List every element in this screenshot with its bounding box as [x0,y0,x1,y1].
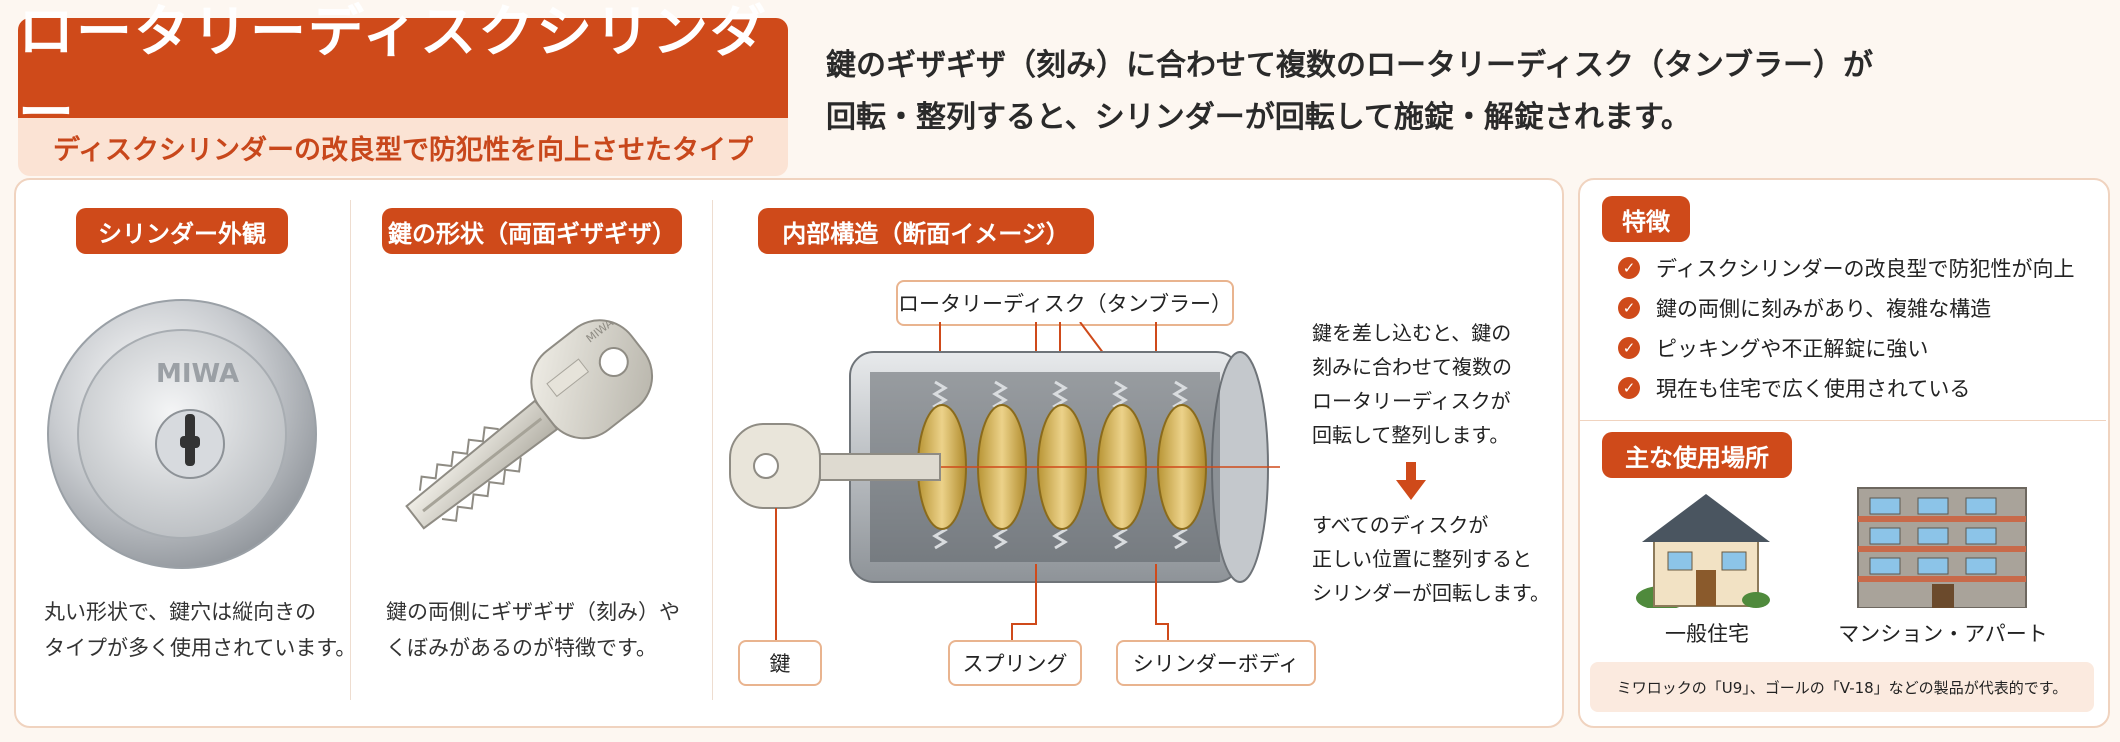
feature-item: ✓ ディスクシリンダーの改良型で防犯性が向上 [1618,248,2075,288]
insert-note: 鍵を差し込むと、鍵の 刻みに合わせて複数の ロータリーディスクが 回転して整列し… [1312,316,1512,452]
check-circle-icon: ✓ [1618,337,1640,359]
key-label-text: 鍵 [769,652,791,676]
insert-note-line-4: 回転して整列します。 [1312,423,1510,447]
exterior-caption: 丸い形状で、鍵穴は縦向きの タイプが多く使用されています。 [44,594,356,666]
features-heading: 特徴 [1602,196,1690,242]
page-title-text: ロータリーディスクシリンダー [18,0,769,146]
disk-label: ロータリーディスク（タンブラー） [896,280,1234,326]
align-note-line-1: すべてのディスクが [1312,513,1489,537]
align-note-line-2: 正しい位置に整列すると [1312,547,1532,571]
feature-item: ✓ 鍵の両側に刻みがあり、複雑な構造 [1618,288,2075,328]
intro-text: 鍵のギザギザ（刻み）に合わせて複数のロータリーディスク（タンブラー）が 回転・整… [826,40,1926,144]
exterior-caption-line-2: タイプが多く使用されています。 [44,636,357,660]
disk-label-text: ロータリーディスク（タンブラー） [898,292,1232,316]
divider [712,200,713,700]
house-label: 一般住宅 [1622,618,1792,648]
internal-heading: 内部構造（断面イメージ） [758,208,1094,254]
exterior-caption-line-1: 丸い形状で、鍵穴は縦向きの [44,600,317,624]
arrow-down-icon [1396,462,1426,500]
feature-item-text: ピッキングや不正解錠に強い [1656,337,1929,361]
usage-footnote: ミワロックの「U9」、ゴールの「V-18」などの製品が代表的です。 [1590,662,2094,712]
apartment-label: マンション・アパート [1830,618,2056,648]
side-divider [1580,420,2106,421]
spring-label: スプリング [948,640,1082,686]
features-list: ✓ディスクシリンダーの改良型で防犯性が向上 ✓鍵の両側に刻みがあり、複雑な構造 … [1618,248,2075,408]
house-label-text: 一般住宅 [1665,622,1749,646]
cylinder-cross-section [729,322,1280,642]
exterior-heading-text: シリンダー外観 [98,219,266,248]
spring-label-text: スプリング [962,652,1068,676]
page-subtitle-text: ディスクシリンダーの改良型で防犯性を向上させたタイプ [52,134,754,166]
check-circle-icon: ✓ [1618,257,1640,279]
intro-line-2: 回転・整列すると、シリンダーが回転して施錠・解錠されます。 [826,100,1691,135]
feature-item-text: 現在も住宅で広く使用されている [1656,377,1971,401]
usage-heading-text: 主な使用場所 [1625,443,1769,472]
key-shape-caption-line-2: くぼみがあるのが特徴です。 [386,636,657,660]
intro-line-1: 鍵のギザギザ（刻み）に合わせて複数のロータリーディスク（タンブラー）が [826,48,1873,83]
key-label: 鍵 [738,640,822,686]
feature-item-text: 鍵の両側に刻みがあり、複雑な構造 [1656,297,1992,321]
insert-note-line-1: 鍵を差し込むと、鍵の [1312,321,1512,345]
check-circle-icon: ✓ [1618,297,1640,319]
divider [350,200,351,700]
usage-heading: 主な使用場所 [1602,432,1792,478]
apartment-icon [1857,487,2027,608]
body-label-text: シリンダーボディ [1132,652,1300,676]
cylinder-exterior-image: MIWA [47,299,317,569]
check-circle-icon: ✓ [1618,377,1640,399]
key-shape-caption-line-1: 鍵の両側にギザギザ（刻み）や [386,600,680,624]
insert-note-line-2: 刻みに合わせて複数の [1312,355,1512,379]
align-note-line-3: シリンダーが回転します。 [1312,581,1550,605]
exterior-brand-text: MIWA [156,359,239,389]
apartment-label-text: マンション・アパート [1838,622,2048,646]
features-heading-text: 特徴 [1622,207,1670,236]
key-shape-heading-text: 鍵の形状（両面ギザギザ） [388,219,676,248]
usage-footnote-text: ミワロックの「U9」、ゴールの「V-18」などの製品が代表的です。 [1616,678,2068,697]
feature-item-text: ディスクシリンダーの改良型で防犯性が向上 [1656,257,2075,281]
feature-item: ✓ ピッキングや不正解錠に強い [1618,328,2075,368]
insert-note-line-3: ロータリーディスクが [1312,389,1511,413]
feature-item: ✓ 現在も住宅で広く使用されている [1618,368,2075,408]
page-subtitle: ディスクシリンダーの改良型で防犯性を向上させたタイプ [18,118,788,176]
align-note: すべてのディスクが 正しい位置に整列すると シリンダーが回転します。 [1312,508,1550,610]
key-shape-caption: 鍵の両側にギザギザ（刻み）や くぼみがあるのが特徴です。 [386,594,680,666]
house-icon [1636,494,1770,608]
body-label: シリンダーボディ [1116,640,1316,686]
key-shape-heading: 鍵の形状（両面ギザギザ） [382,208,682,254]
internal-heading-text: 内部構造（断面イメージ） [782,219,1070,248]
page-title: ロータリーディスクシリンダー [18,0,788,146]
exterior-heading: シリンダー外観 [76,208,288,254]
key-image: MIWA [405,316,654,530]
